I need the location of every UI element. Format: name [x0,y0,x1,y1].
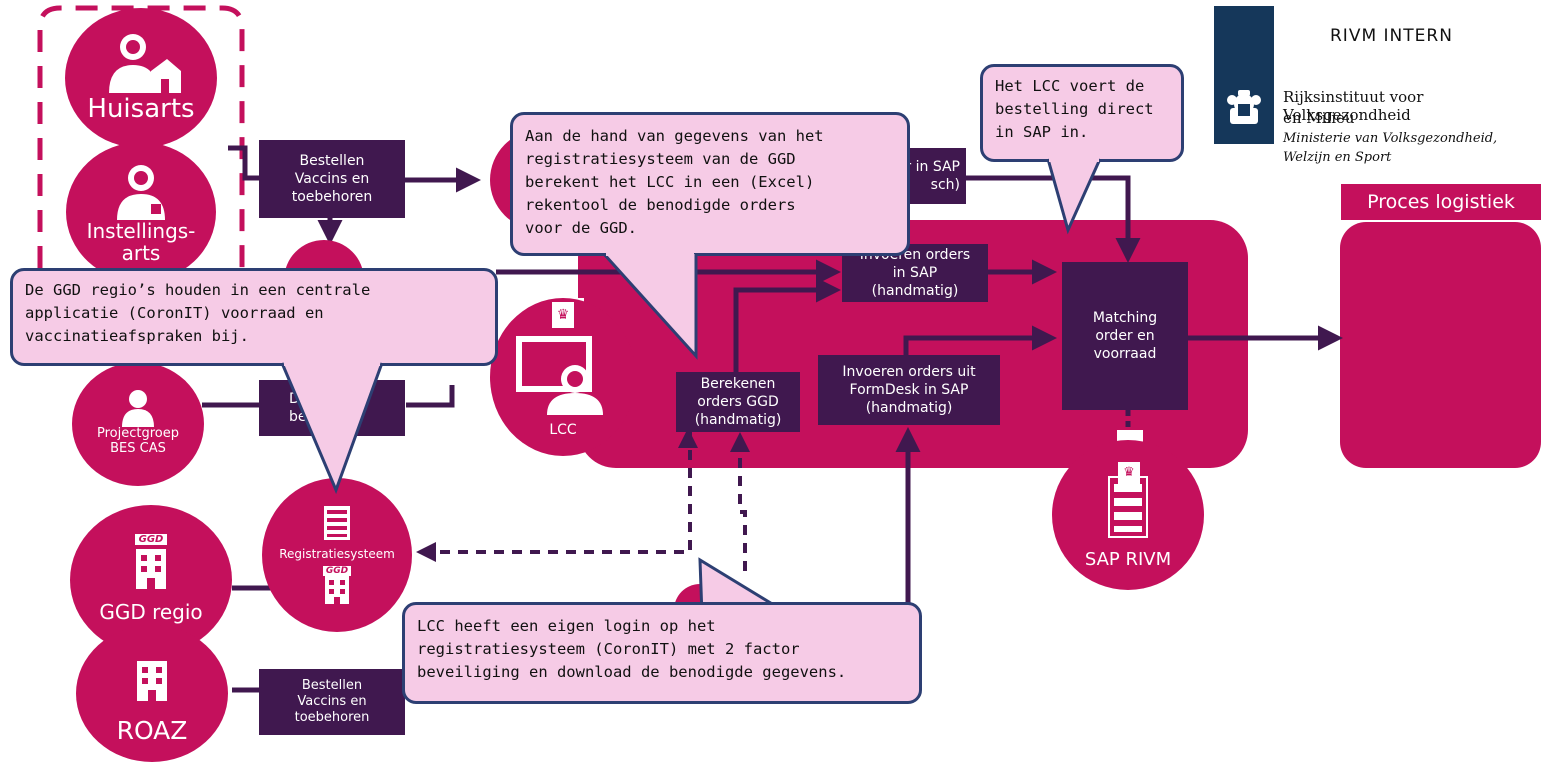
lcc-node[interactable]: ♛ LCC [490,298,636,456]
instellingsarts-label: Instellings- arts [86,219,196,265]
sap-partial-label: r in SAP sch) [905,159,960,193]
projectgroep-label: Projectgroep BES CAS [97,426,179,456]
person-icon [122,390,154,428]
huisarts-node[interactable]: Huisarts [65,8,217,148]
lcc-label: LCC [549,421,577,438]
crest-icon: ♛ [1118,462,1140,484]
sap-rivm-label: SAP RIVM [1084,549,1172,571]
login-callout: LCC heeft een eigen login op het registr… [402,602,922,704]
ggd-badge: GGD [134,534,168,545]
coronit-callout-pointer [280,360,384,495]
bestellen-bottom-box[interactable]: Bestellen Vaccins en toebehoren [259,669,405,735]
building-icon [325,575,349,604]
org-name-line2: en Milieu [1283,109,1355,127]
matching-label: Matching order en voorraad [1092,310,1158,362]
bestellen-top-box[interactable]: Bestellen Vaccins en toebehoren [259,140,405,218]
sap-direct-callout-pointer [1046,156,1102,235]
doctor-icon [117,165,165,220]
ggd-regio-label: GGD regio [99,600,203,624]
bestellen-top-label: Bestellen Vaccins en toebehoren [291,153,373,205]
section-title-text: Proces logistiek [1367,191,1515,213]
excel-callout-pointer [602,250,698,360]
excel-callout-text: Aan de hand van gegevens van het registr… [525,127,824,237]
matching-box[interactable]: Matching order en voorraad [1062,262,1188,410]
excel-callout: Aan de hand van gegevens van het registr… [510,112,910,256]
ministry-line1: Ministerie van Volksgezondheid, [1283,131,1498,146]
section-title: Proces logistiek [1341,184,1541,220]
sap-direct-callout-text: Het LCC voert de bestelling direct in SA… [995,77,1154,141]
coronit-callout: De GGD regio’s houden in een centrale ap… [10,268,498,366]
sap-rivm-node[interactable]: ♛ SAP RIVM [1052,440,1204,590]
roaz-label: ROAZ [116,715,188,745]
login-callout-text: LCC heeft een eigen login op het registr… [417,617,847,681]
formdesk-label: Invoeren orders uit FormDesk in SAP (han… [842,364,976,416]
huisarts-label: Huisarts [87,94,195,125]
roaz-node[interactable]: ROAZ [76,625,228,762]
coronit-callout-text: De GGD regio’s houden in een centrale ap… [25,281,371,345]
server-icon [324,506,350,541]
classification-label: RIVM INTERN [1330,26,1453,46]
registratiesysteem-node[interactable]: Registratiesysteem GGD [262,478,412,632]
berekenen-label: Berekenen orders GGD (handmatig) [694,376,782,428]
rijksoverheid-logo [1214,6,1274,144]
sap-direct-callout: Het LCC voert de bestelling direct in SA… [980,64,1184,162]
server-icon [1108,476,1148,539]
berekenen-box[interactable]: Berekenen orders GGD (handmatig) [676,372,800,432]
crest-icon: ♛ [552,302,574,328]
bestellen-bottom-label: Bestellen Vaccins en toebehoren [294,678,370,725]
registratiesysteem-label: Registratiesysteem [279,547,395,562]
building-icon [136,549,166,589]
logistics-panel [1340,222,1541,468]
ministry-line2: Welzijn en Sport [1283,150,1392,165]
formdesk-box[interactable]: Invoeren orders uit FormDesk in SAP (han… [818,355,1000,425]
building-icon [137,660,167,701]
ggd-badge: GGD [322,565,352,576]
doctor-house-icon [109,34,181,94]
projectgroep-node[interactable]: Projectgroep BES CAS [72,362,204,486]
instellingsarts-node[interactable]: Instellings- arts [66,142,216,282]
org-name-line1: Rijksinstituut voor Volksgezondheid [1283,88,1424,124]
monitor-person-icon [516,335,603,415]
